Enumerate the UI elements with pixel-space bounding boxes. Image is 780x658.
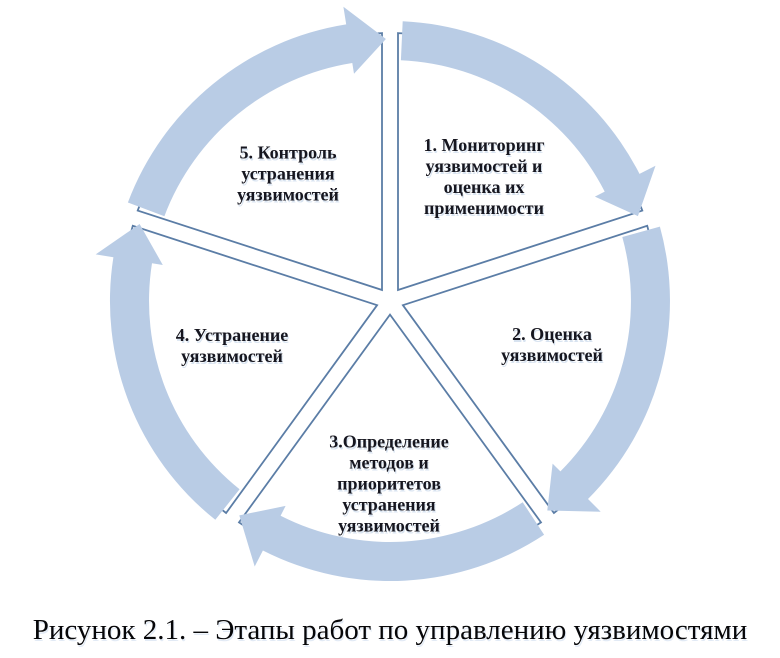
- segment-4-arrow: [95, 224, 240, 520]
- segment-2-arrow: [547, 226, 670, 512]
- segment-5-label: 5. Контроль устранения уязвимостей: [237, 142, 339, 205]
- segment-1-arrow: [400, 21, 656, 217]
- cycle-diagram-canvas: [95, 6, 670, 582]
- figure-caption: Рисунок 2.1. – Этапы работ по управлению…: [32, 614, 748, 646]
- segment-3-arrow: [239, 502, 545, 582]
- segment-2-label: 2. Оценка уязвимостей: [501, 324, 603, 365]
- segment-5-arrow: [127, 6, 386, 217]
- cycle-diagram: 1. Мониторинг уязвимостей и оценка их пр…: [95, 6, 670, 582]
- segment-4-label: 4. Устранение уязвимостей: [175, 325, 289, 366]
- segment-1-label: 1. Мониторинг уязвимостей и оценка их пр…: [423, 135, 545, 218]
- segment-3-label: 3.Определение методов и приоритетов устр…: [329, 431, 449, 536]
